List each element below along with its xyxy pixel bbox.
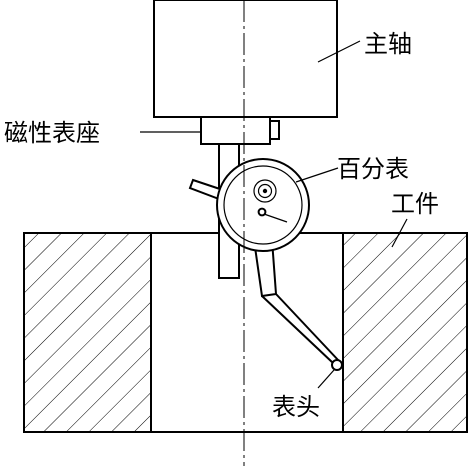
dial-small-gauge-center: [262, 188, 268, 194]
leader-dial-indicator: [295, 167, 339, 183]
workpiece-right-section: [342, 232, 468, 433]
dial-needle: [263, 213, 288, 223]
spindle: [153, 0, 338, 118]
probe-arm-upper: [261, 295, 334, 364]
label-spindle: 主轴: [364, 30, 412, 58]
probe-tip: [331, 359, 343, 371]
dial-small-gauge-ring: [257, 183, 273, 199]
dial-indicator: [188, 158, 310, 252]
dial-face: [223, 165, 303, 245]
indicator-arm: [252, 239, 343, 371]
leader-spindle: [317, 40, 361, 63]
label-magnetic-base: 磁性表座: [4, 119, 100, 147]
dial-small-gauge: [253, 179, 277, 203]
label-dial-indicator: 百分表: [337, 155, 409, 183]
workpiece: [23, 232, 468, 433]
label-probe: 表头: [272, 393, 320, 421]
magnetic-base-block: [200, 116, 271, 145]
dial-outer-bezel: [216, 158, 310, 252]
workpiece-left-section: [23, 232, 152, 433]
probe-arm-lower: [275, 293, 340, 362]
dial-pivot: [257, 207, 267, 217]
leader-lines: [140, 40, 408, 389]
leader-workpiece: [391, 218, 408, 248]
leader-probe: [317, 369, 335, 389]
spindle-body: [153, 0, 338, 118]
magnetic-base-knob: [269, 120, 280, 140]
label-workpiece: 工件: [391, 190, 439, 218]
